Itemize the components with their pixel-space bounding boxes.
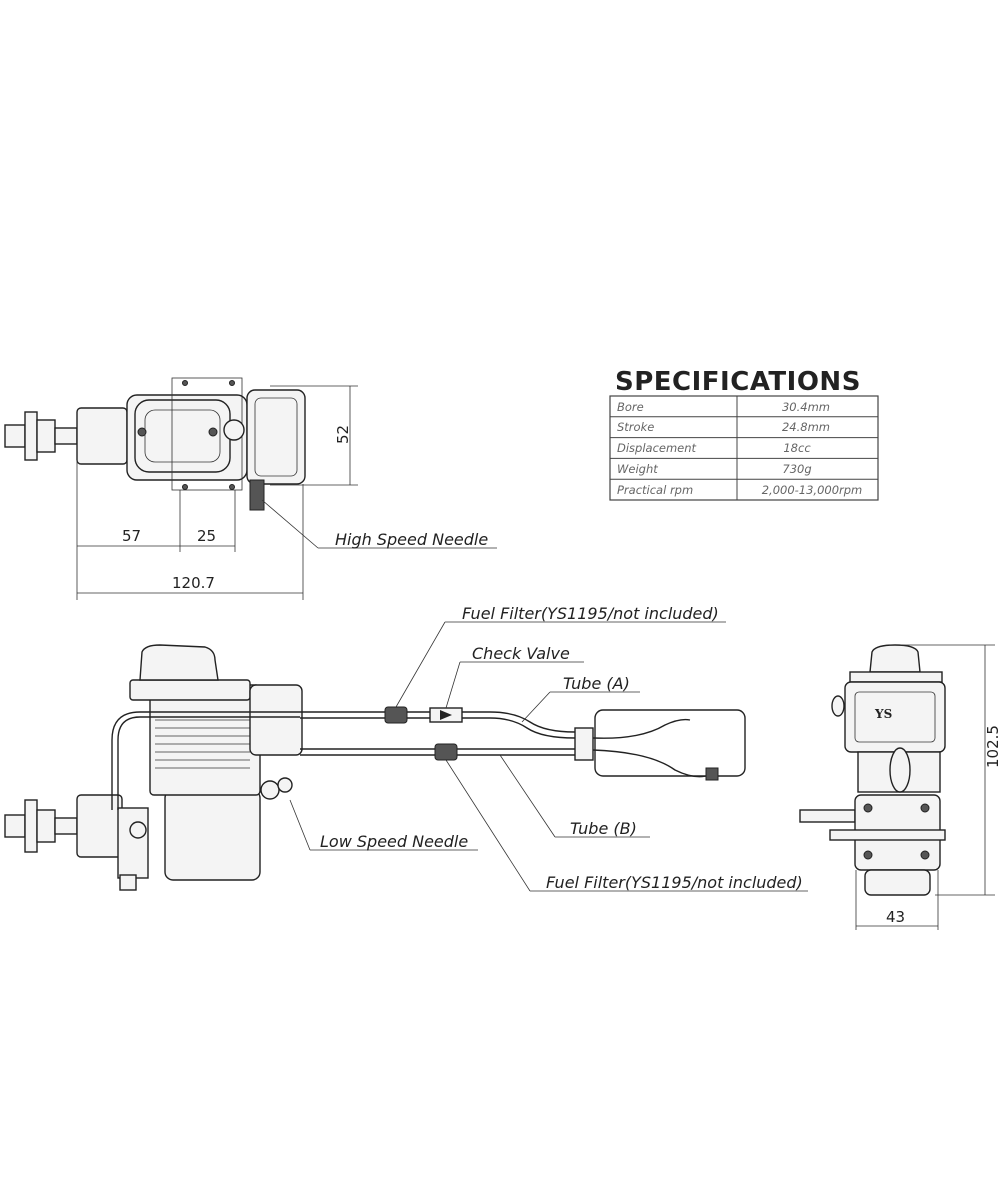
front-view-engine: YS (799, 644, 946, 896)
callout-low-speed-needle: Low Speed Needle (289, 799, 478, 851)
dim-height-52: 52 (334, 425, 352, 444)
svg-text:Bore: Bore (617, 400, 644, 414)
top-view-dimensions: 52 57 25 120.7 (76, 385, 358, 600)
svg-text:Stroke: Stroke (617, 420, 654, 434)
fuel-filter-top (384, 706, 408, 724)
spec-row-stroke: Stroke 24.8mm (617, 420, 830, 434)
spec-row-practical-rpm: Practical rpm 2,000-13,000rpm (617, 483, 862, 497)
callout-high-speed-needle: High Speed Needle (261, 499, 497, 549)
svg-text:Fuel Filter(YS1195/not include: Fuel Filter(YS1195/not included) (546, 873, 803, 892)
svg-text:Displacement: Displacement (617, 441, 697, 455)
high-speed-needle-label: High Speed Needle (335, 530, 488, 549)
side-view-callouts: Fuel Filter(YS1195/not included) Check V… (289, 604, 808, 892)
svg-text:Fuel Filter(YS1195/not include: Fuel Filter(YS1195/not included) (462, 604, 719, 623)
specifications-title: SPECIFICATIONS (615, 367, 861, 397)
fuel-filter-bottom (434, 743, 458, 761)
dim-57: 57 (122, 527, 141, 545)
svg-text:Check Valve: Check Valve (472, 644, 570, 663)
spec-row-displacement: Displacement 18cc (617, 441, 811, 455)
dim-width-43: 43 (886, 908, 905, 926)
svg-text:Tube (B): Tube (B) (570, 819, 637, 838)
svg-text:Practical rpm: Practical rpm (617, 483, 693, 497)
svg-text:Weight: Weight (617, 462, 658, 476)
callout-fuel-filter-top: Fuel Filter(YS1195/not included) (395, 604, 726, 708)
svg-text:730g: 730g (782, 462, 811, 476)
callout-tube-a: Tube (A) (521, 674, 640, 723)
top-view-engine (4, 377, 306, 511)
svg-text:24.8mm: 24.8mm (782, 420, 830, 434)
svg-text:2,000-13,000rpm: 2,000-13,000rpm (762, 483, 863, 497)
side-view-engine (4, 644, 303, 891)
svg-text:Low Speed Needle: Low Speed Needle (320, 832, 468, 851)
check-valve-arrow-icon (440, 710, 452, 720)
ys-logo: YS (874, 707, 892, 721)
specifications-table: SPECIFICATIONS Bore 30.4mm Stroke 24.8mm… (609, 367, 879, 501)
dim-120-7: 120.7 (172, 574, 215, 592)
dim-height-102-5: 102.5 (984, 725, 1000, 768)
tank-stopper (574, 727, 594, 761)
callout-tube-b: Tube (B) (499, 754, 650, 838)
svg-text:30.4mm: 30.4mm (782, 400, 830, 414)
fuel-tank (594, 709, 746, 777)
svg-text:18cc: 18cc (783, 441, 811, 455)
spec-row-bore: Bore 30.4mm (617, 400, 830, 414)
callout-check-valve: Check Valve (445, 644, 584, 709)
dim-25: 25 (197, 527, 216, 545)
callout-fuel-filter-bottom: Fuel Filter(YS1195/not included) (445, 759, 808, 892)
svg-text:Tube (A): Tube (A) (563, 674, 630, 693)
spec-row-weight: Weight 730g (617, 462, 812, 476)
fuel-lines (300, 706, 746, 781)
front-view-dimensions: 102.5 43 (855, 644, 1000, 930)
